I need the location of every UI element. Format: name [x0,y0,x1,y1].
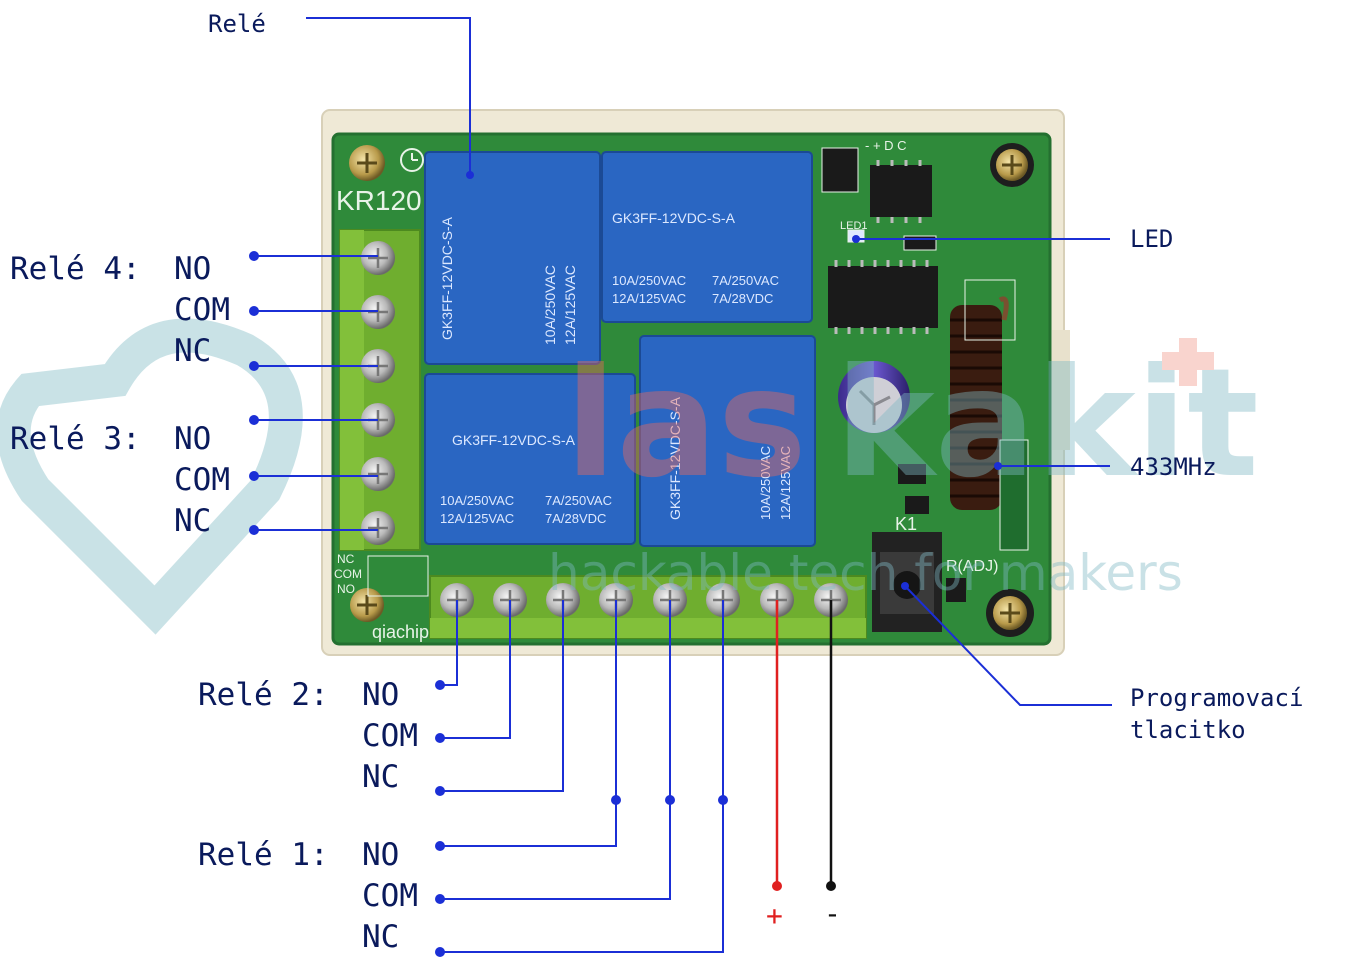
svg-text:12A/125VAC: 12A/125VAC [612,291,686,306]
relay1-no-label: NO [362,837,400,873]
svg-text:COM: COM [334,567,362,581]
leader-lines [254,17,1112,953]
svg-text:LED1: LED1 [840,220,868,232]
relay3-prefix: Relé 3: [10,421,141,457]
relay3-no-label: NO [174,421,212,457]
programming-button-label-line1: Programovací [1130,684,1304,712]
ic-16pin [828,266,938,328]
svg-text:10A/250VAC: 10A/250VAC [440,493,514,508]
relay1-prefix: Relé 1: [198,837,329,873]
svg-text:NC: NC [337,552,355,566]
top-pins-text: - + D C [865,138,907,153]
k1-text: K1 [895,514,917,534]
svg-text:10A/250VAC: 10A/250VAC [758,446,773,520]
rf-433mhz-label: 433MHz [1130,453,1217,481]
adj-text: R(ADJ) [946,558,998,575]
svg-text:12A/125VAC: 12A/125VAC [440,511,514,526]
capacitor [838,361,910,433]
mount-screw-br [986,589,1034,637]
svg-text:hackable tech for makers: hackable tech for makers [548,544,1183,602]
relay4-nc-label: NC [174,333,212,369]
mount-screw-tl [349,145,385,181]
svg-text:10A/250VAC: 10A/250VAC [612,273,686,288]
watermark: las kakit hackable tech for makers [0,318,1259,635]
led-callout-label: LED [1130,225,1174,253]
mount-screw-bl [350,588,384,622]
svg-text:12A/125VAC: 12A/125VAC [778,446,793,520]
svg-text:12A/125VAC: 12A/125VAC [562,265,578,345]
rf-module [999,439,1029,551]
svg-text:7A/250VAC: 7A/250VAC [545,493,612,508]
relay-2: GK3FF-12VDC-S-A 10A/250VAC 7A/250VAC 12A… [424,373,636,545]
svg-text:GK3FF-12VDC-S-A: GK3FF-12VDC-S-A [452,432,576,448]
mount-screw-tr [990,143,1034,187]
svg-text:GK3FF-12VDC-S-A: GK3FF-12VDC-S-A [439,216,455,340]
ic-8pin [870,165,932,217]
relay1-nc-label: NC [362,919,400,955]
svg-text:10A/250VAC: 10A/250VAC [542,265,558,345]
relay2-no-label: NO [362,677,400,713]
programming-button-label-line2: tlacitko [1130,716,1246,744]
svg-text:7A/28VDC: 7A/28VDC [545,511,606,526]
svg-text:kakit: kakit [835,337,1259,511]
relay3-com-label: COM [174,462,230,498]
svg-text:NO: NO [337,582,355,596]
board-maker-text: qiachip [372,622,429,642]
svg-text:7A/28VDC: 7A/28VDC [712,291,773,306]
svg-text:7A/250VAC: 7A/250VAC [712,273,779,288]
relay2-prefix: Relé 2: [198,677,329,713]
relay2-com-label: COM [362,718,418,754]
relay1-com-label: COM [362,878,418,914]
plus-label: + [766,899,783,932]
antenna-coil [950,279,1016,510]
rele-callout-label: Relé [208,10,266,38]
relay4-prefix: Relé 4: [10,251,141,287]
relay-1: GK3FF-12VDC-S-A 10A/250VAC 12A/125VAC [639,335,816,547]
minus-label: - [824,897,841,930]
svg-text:GK3FF-12VDC-S-A: GK3FF-12VDC-S-A [612,210,736,226]
relay2-nc-label: NC [362,759,400,795]
leader-dots [249,171,1002,957]
relay4-com-label: COM [174,292,230,328]
relay-4: GK3FF-12VDC-S-A 10A/250VAC 12A/125VAC [424,151,601,365]
relay4-no-label: NO [174,251,212,287]
board-model-text: KR120 [336,185,422,216]
relay3-nc-label: NC [174,503,212,539]
svg-text:GK3FF-12VDC-S-A: GK3FF-12VDC-S-A [667,396,683,520]
relay-3: GK3FF-12VDC-S-A 10A/250VAC 7A/250VAC 12A… [601,151,813,323]
svg-text:las: las [565,337,807,511]
